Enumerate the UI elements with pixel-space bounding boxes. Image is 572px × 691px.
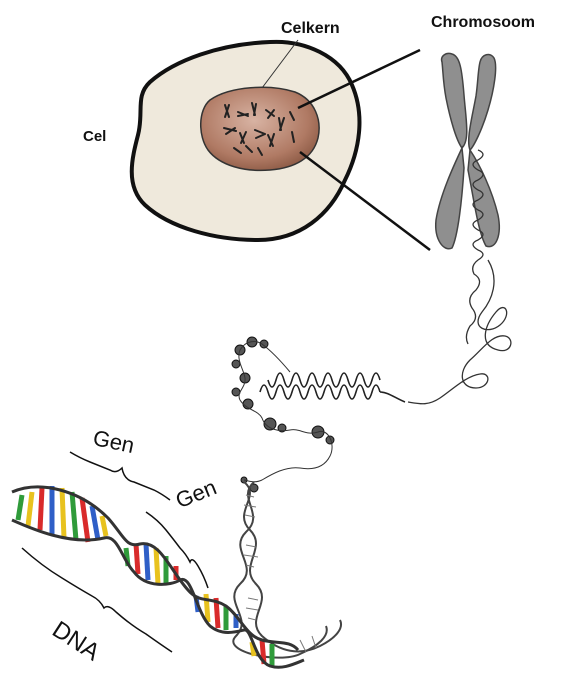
gen-brace-1 <box>70 452 170 500</box>
chromosome-shape <box>436 53 500 248</box>
chromatin-loose-coil <box>408 260 511 404</box>
linker-dna-string <box>239 342 332 482</box>
chromosome-label: Chromosoom <box>431 14 535 32</box>
nucleus <box>201 87 319 170</box>
nucleus-label: Celkern <box>281 20 340 38</box>
cell-label: Cel <box>83 128 106 145</box>
grey-helix-rungs <box>244 495 316 652</box>
nucleosome-beads <box>232 337 334 492</box>
solenoid-fiber <box>260 373 405 402</box>
